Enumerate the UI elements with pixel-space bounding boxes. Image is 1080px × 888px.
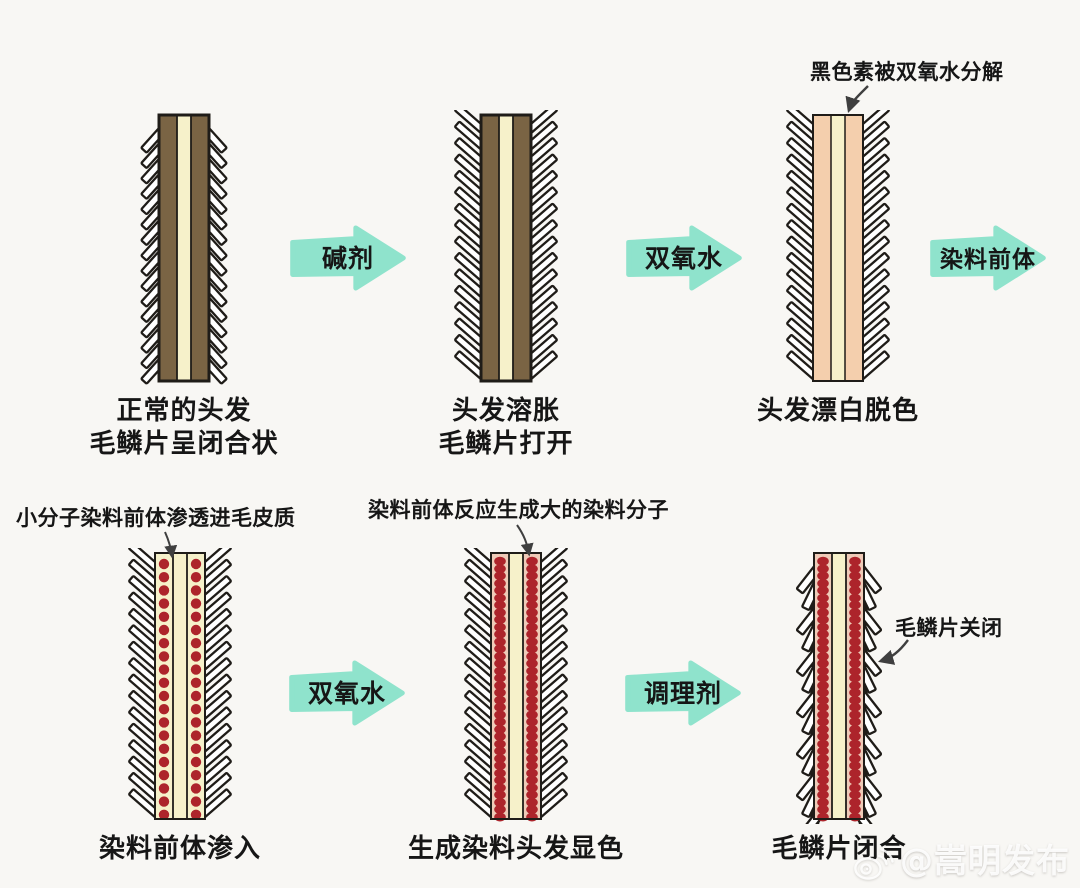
arrow-label: 染料前体 xyxy=(940,247,1036,273)
flow-arrow-peroxide-1: 双氧水 xyxy=(624,224,744,292)
annotation-melanin: 黑色素被双氧水分解 xyxy=(810,60,1004,84)
annotation-cuticle-closed: 毛鳞片关闭 xyxy=(895,616,1003,640)
stage-normal-hair: 正常的头发 毛鳞片呈闭合状 xyxy=(24,110,344,461)
stage-bleached-hair: 头发漂白脱色 xyxy=(678,104,998,428)
hair-strand-normal-closed-cuticles xyxy=(104,110,264,386)
stage-swollen-hair: 头发溶胀 毛鳞片打开 xyxy=(346,104,666,461)
stage-label: 头发溶胀 毛鳞片打开 xyxy=(438,396,574,460)
hair-strand-large-dye-molecules xyxy=(436,542,596,824)
watermark-handle: @嵩明发布 xyxy=(900,841,1070,880)
hair-strand-bleached xyxy=(758,104,918,386)
annotation-small-molecule: 小分子染料前体渗透进毛皮质 xyxy=(16,506,296,530)
stage-dye-colored: 生成染料头发显色 xyxy=(356,542,676,866)
stage-cuticles-closed: 毛鳞片闭合 xyxy=(679,548,999,866)
arrow-label: 双氧水 xyxy=(307,679,386,708)
watermark: @嵩明发布 xyxy=(852,834,1070,882)
arrow-label: 双氧水 xyxy=(644,244,723,273)
flow-arrow-peroxide-2: 双氧水 xyxy=(287,659,407,727)
hair-strand-open-cuticles xyxy=(426,104,586,386)
hair-strand-dye-precursor-dots xyxy=(100,542,260,824)
hair-strand-dyed-closed-cuticles xyxy=(759,548,919,843)
stage-dye-precursor: 染料前体渗入 xyxy=(20,542,340,866)
flow-arrow-alkali: 碱剂 xyxy=(288,224,408,292)
annotation-large-molecule: 染料前体反应生成大的染料分子 xyxy=(368,498,669,522)
stage-label: 生成染料头发显色 xyxy=(407,834,624,864)
flow-arrow-dye-precursor: 染料前体 xyxy=(928,224,1048,292)
stage-label: 正常的头发 毛鳞片呈闭合状 xyxy=(89,396,279,460)
stage-label: 头发漂白脱色 xyxy=(756,396,919,426)
arrow-label: 调理剂 xyxy=(643,679,722,708)
weibo-icon xyxy=(854,848,894,880)
arrow-label: 碱剂 xyxy=(321,244,374,273)
stage-label: 染料前体渗入 xyxy=(98,834,261,864)
flow-arrow-conditioner: 调理剂 xyxy=(623,659,743,727)
leader-arrow-melanin xyxy=(845,85,869,113)
